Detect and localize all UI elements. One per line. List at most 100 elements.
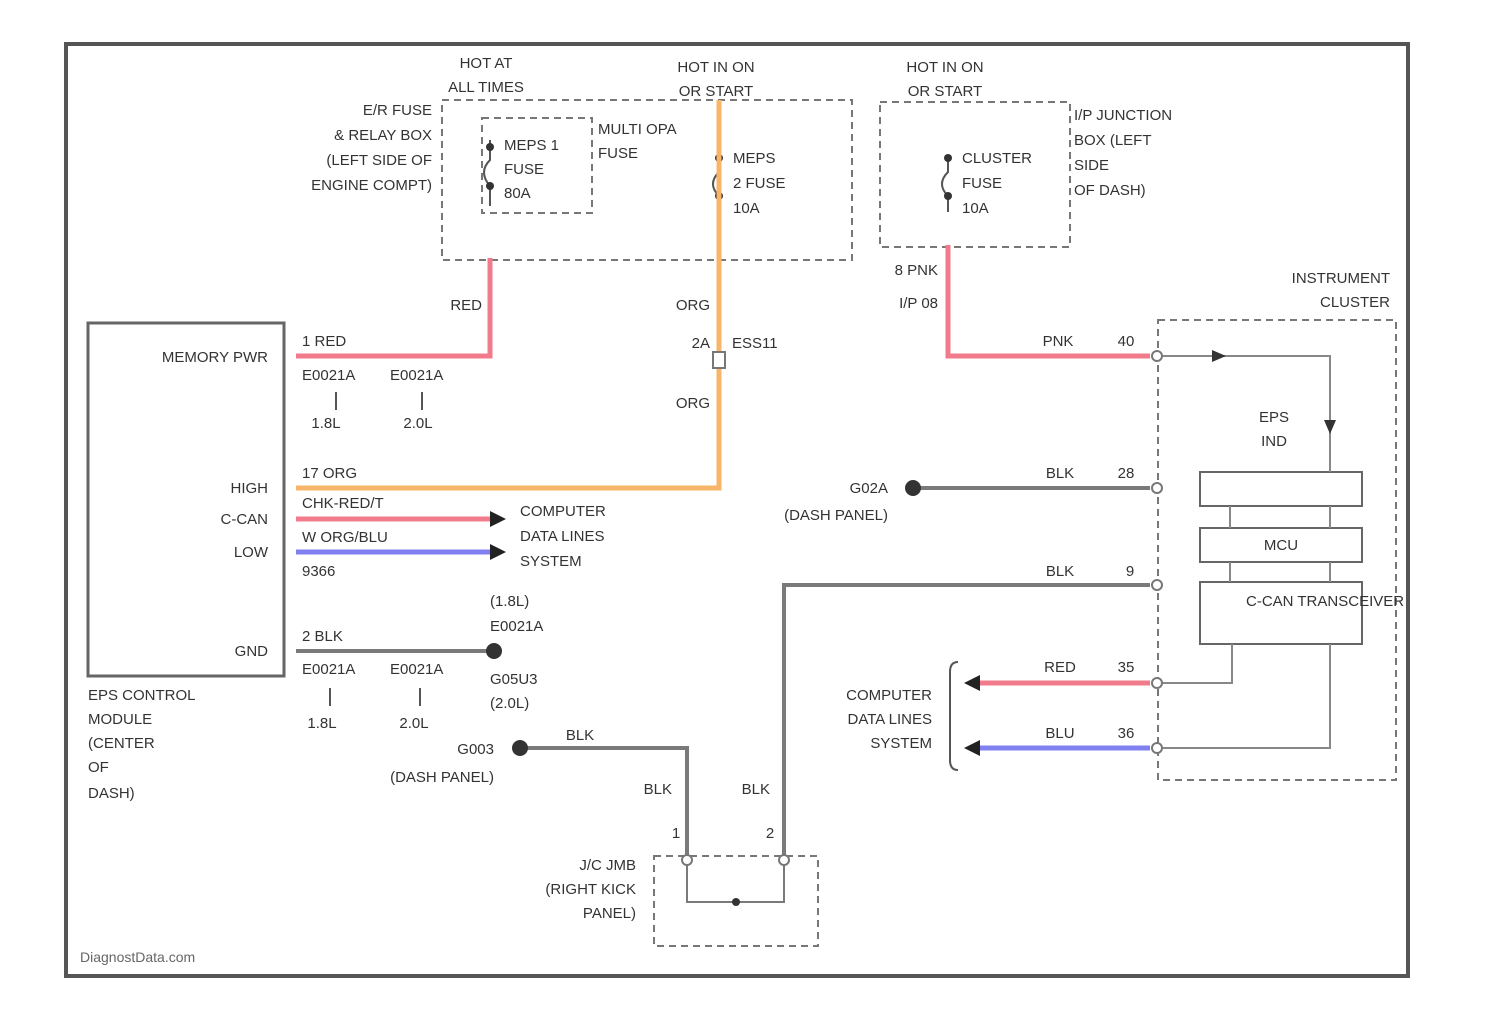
pin-2-label: 2: [766, 825, 774, 842]
red-right-label: RED: [1044, 659, 1076, 676]
meps2-fuse-2: 2 FUSE: [733, 175, 786, 192]
instrument-cluster-1: INSTRUMENT: [1292, 270, 1390, 287]
er-fuse-label-4: ENGINE COMPT): [311, 177, 432, 194]
splice-node: [732, 898, 740, 906]
pin1-red-label: 1 RED: [302, 333, 346, 350]
pin-9-label: 9: [1126, 563, 1134, 580]
cluster-fuse-1: CLUSTER: [962, 150, 1032, 167]
ip-junction-label-4: OF DASH): [1074, 182, 1146, 199]
eps-ccan: C-CAN: [221, 511, 269, 528]
eps-high: HIGH: [231, 480, 269, 497]
eps-label-4: OF: [88, 759, 109, 776]
low-wire-label-2: 9366: [302, 563, 335, 580]
gnd-20l-1: G05U3: [490, 671, 538, 688]
connector-ess11-label: ESS11: [732, 335, 778, 352]
hot-in-on-4: OR START: [908, 83, 982, 100]
dash-panel-label-2: (DASH PANEL): [390, 769, 494, 786]
computer-data-1-c: SYSTEM: [520, 553, 582, 570]
jc-pin-2: [779, 855, 789, 865]
cluster-block-top: [1200, 472, 1362, 506]
conn-e0021a-3: E0021A: [302, 661, 355, 678]
arrow-right-icon: [490, 511, 506, 527]
multi-fuse-2: FUSE: [598, 145, 638, 162]
jc-pin-1: [682, 855, 692, 865]
blu-right-label: BLU: [1045, 725, 1074, 742]
gnd-20l-2: (2.0L): [490, 695, 529, 712]
jc-label-3: PANEL): [583, 905, 636, 922]
computer-data-1-a: COMPUTER: [520, 503, 606, 520]
conn-e0021a-4: E0021A: [390, 661, 443, 678]
bracket: [950, 662, 958, 770]
pin-1-label: 1: [672, 825, 680, 842]
blk-top-label: BLK: [566, 727, 594, 744]
pnk-label: PNK: [1043, 333, 1074, 350]
diode-icon: [1324, 420, 1336, 434]
er-fuse-label-2: & RELAY BOX: [334, 127, 432, 144]
pin-35-label: 35: [1118, 659, 1135, 676]
cluster-internal-power-line: [1160, 356, 1330, 472]
cluster-pin-35: [1152, 678, 1162, 688]
fuse-node: [944, 192, 952, 200]
label-18l-2: 1.8L: [307, 715, 336, 732]
hot-at-all-times-1: HOT AT: [460, 55, 513, 72]
label-20l-2: 2.0L: [399, 715, 428, 732]
cluster-pin-40: [1152, 351, 1162, 361]
arrow-right-icon: [490, 544, 506, 560]
cluster-fuse-symbol: [942, 155, 948, 212]
hot-in-on-1: HOT IN ON: [677, 59, 754, 76]
ip08-label: I/P 08: [899, 295, 938, 312]
label-18l-1: 1.8L: [311, 415, 340, 432]
fuse-node: [486, 143, 494, 151]
conn-e0021a-1: E0021A: [302, 367, 355, 384]
meps1-fuse-3: 80A: [504, 185, 531, 202]
eps-gnd: GND: [235, 643, 269, 660]
connector-2a: [713, 352, 725, 368]
computer-data-2-a: COMPUTER: [846, 687, 932, 704]
g003-ground-wire: [520, 748, 687, 860]
pin-28-label: 28: [1118, 465, 1135, 482]
ccan-wire-label: CHK-RED/T: [302, 495, 384, 512]
fuse-node: [486, 182, 494, 190]
eps-label-5: DASH): [88, 785, 135, 802]
ground-eps-icon: [486, 643, 502, 659]
fuse-node: [944, 154, 952, 162]
g003-label: G003: [457, 741, 494, 758]
meps1-fuse-1: MEPS 1: [504, 137, 559, 154]
cluster-pin-28: [1152, 483, 1162, 493]
cluster-pin9-wire: [784, 585, 1150, 860]
meps1-fuse-2: FUSE: [504, 161, 544, 178]
connector-2a-label: 2A: [692, 335, 710, 352]
cluster-internal-line: [1160, 644, 1232, 683]
ip-junction-label-3: SIDE: [1074, 157, 1109, 174]
arrow-left-icon: [964, 675, 980, 691]
cluster-fuse-3: 10A: [962, 200, 989, 217]
eps-ind-2: IND: [1261, 433, 1287, 450]
cluster-fuse-2: FUSE: [962, 175, 1002, 192]
dash-panel-label-1: (DASH PANEL): [784, 507, 888, 524]
cluster-pin-9: [1152, 580, 1162, 590]
computer-data-1-b: DATA LINES: [520, 528, 604, 545]
gnd-18l-2: E0021A: [490, 618, 543, 635]
ccan-transceiver-label: C-CAN TRANSCEIVER: [1246, 593, 1404, 610]
eps-ind-1: EPS: [1259, 409, 1289, 426]
hot-in-on-3: HOT IN ON: [906, 59, 983, 76]
arrow-icon: [1212, 350, 1226, 362]
er-fuse-label-1: E/R FUSE: [363, 102, 432, 119]
blk-9-label: BLK: [1046, 563, 1074, 580]
er-fuse-label-3: (LEFT SIDE OF: [326, 152, 432, 169]
meps2-fuse-3: 10A: [733, 200, 760, 217]
meps2-fuse-1: MEPS: [733, 150, 776, 167]
computer-data-2-c: SYSTEM: [870, 735, 932, 752]
eps-label-3: (CENTER: [88, 735, 155, 752]
pin-36-label: 36: [1118, 725, 1135, 742]
mcu-label: MCU: [1264, 537, 1298, 554]
cluster-pin-36: [1152, 743, 1162, 753]
gnd-18l-1: (1.8L): [490, 593, 529, 610]
low-wire-label: W ORG/BLU: [302, 529, 388, 546]
blk-right-label: BLK: [742, 781, 770, 798]
arrow-left-icon: [964, 740, 980, 756]
org-wire-label-bottom: ORG: [676, 395, 710, 412]
blk-left-label: BLK: [644, 781, 672, 798]
eps-low: LOW: [234, 544, 269, 561]
